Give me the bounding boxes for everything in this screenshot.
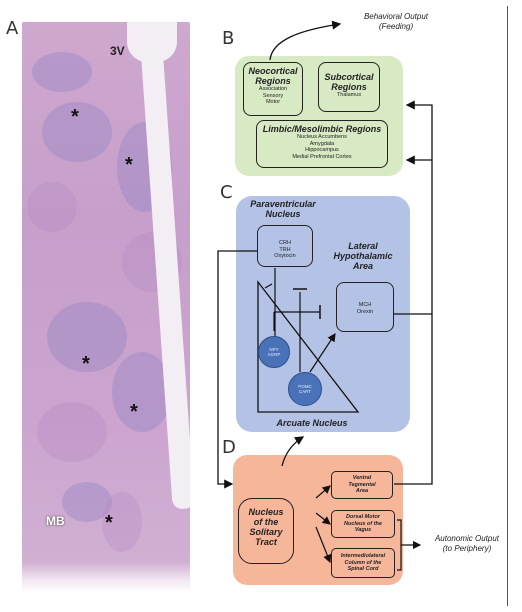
- asterisk-marker: *: [125, 154, 133, 176]
- behavioral-output-label: Behavioral Output (Feeding): [363, 12, 429, 31]
- limbic-mesolimbic-regions-node: Limbic/Mesolimbic Regions Nucleus Accumb…: [256, 120, 388, 168]
- arcuate-nucleus-title: Arcuate Nucleus: [276, 418, 348, 428]
- ventral-tegmental-area-node: Ventral Tegmental Area: [331, 471, 393, 499]
- ventricle-label: 3V: [110, 44, 125, 58]
- panel-label-a: A: [6, 18, 19, 39]
- lha-node: MCH Orexin: [336, 282, 394, 332]
- histology-image: [22, 22, 190, 592]
- panel-label-d: D: [222, 437, 236, 458]
- dorsal-motor-nucleus-vagus-node: Dorsal Motor Nucleus of the Vagus: [331, 510, 395, 538]
- lateral-hypothalamic-area-title: Lateral Hypothalamic Area: [333, 241, 393, 271]
- asterisk-marker: *: [82, 353, 90, 375]
- intermediolateral-column-node: Intermediolateral Column of the Spinal C…: [331, 548, 395, 578]
- panel-label-c: C: [220, 182, 233, 203]
- paraventricular-nucleus-title: Paraventricular Nucleus: [250, 199, 316, 219]
- vertical-divider: [507, 6, 508, 606]
- panel-b-cortical-box: [235, 56, 403, 176]
- panel-label-b: B: [222, 28, 235, 49]
- nucleus-of-solitary-tract-node: Nucleus of the Solitary Tract: [238, 498, 294, 564]
- asterisk-marker: *: [130, 401, 138, 423]
- pvn-node: CRH TRH Oxytocin: [257, 225, 313, 267]
- autonomic-output-label: Autonomic Output (to Periphery): [434, 534, 500, 553]
- subcortical-regions-node: Subcortical Regions Thalamus: [318, 62, 380, 112]
- asterisk-marker: *: [105, 512, 113, 534]
- asterisk-marker: *: [71, 106, 79, 128]
- neocortical-regions-node: Neocortical Regions Association Sensory …: [243, 62, 303, 116]
- midbrain-label: MB: [46, 514, 65, 528]
